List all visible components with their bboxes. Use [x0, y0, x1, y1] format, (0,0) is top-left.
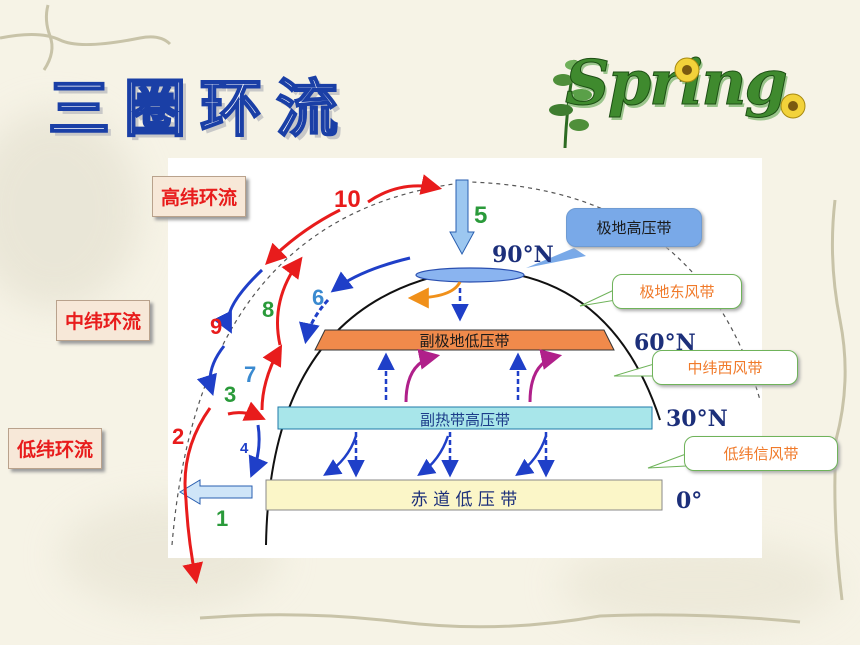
- flower-icon: [674, 57, 700, 83]
- mid-latitude-circulation-label: 中纬环流: [56, 300, 151, 341]
- arrow-10: [367, 174, 443, 204]
- step-number-1: 1: [216, 506, 229, 531]
- arrow-9: [213, 268, 264, 334]
- equator-outflow-arrow: [179, 479, 253, 505]
- subpolar-low-label: 副极地低压带: [419, 332, 510, 350]
- callout-tail-westerlies: [613, 363, 655, 377]
- arrow-7: [260, 344, 283, 411]
- latitude-0: 0°: [676, 488, 703, 514]
- step-number-7: 7: [244, 362, 257, 387]
- step-number-4: 4: [240, 440, 249, 457]
- equatorial-low-band: [265, 479, 663, 511]
- arrow-8: [276, 256, 303, 346]
- background-blot: [0, 110, 140, 310]
- arrow-6: [330, 256, 411, 293]
- callout-tail-polar-high: [526, 248, 586, 268]
- westerly-arrow-right: [528, 349, 563, 403]
- arrow-9-lower: [196, 345, 226, 397]
- step-number-10: 10: [334, 186, 361, 213]
- subtropical-high-band: [277, 406, 653, 430]
- low-latitude-circulation-label: 低纬环流: [8, 428, 103, 469]
- callout-tail-trade-winds: [647, 453, 687, 469]
- latitude-90n: 90°N: [492, 242, 554, 268]
- polar-easterlies-callout: 极地东风带: [612, 274, 742, 309]
- trade-winds-callout: 低纬信风带: [684, 436, 838, 471]
- subtropical-high-label: 副热带高压带: [419, 411, 510, 429]
- step-number-9: 9: [210, 314, 223, 339]
- step-number-6: 6: [312, 285, 325, 310]
- latitude-30n: 30°N: [666, 406, 728, 432]
- callout-tail-polar-easterlies: [579, 289, 617, 307]
- high-latitude-circulation-label: 高纬环流: [152, 176, 247, 217]
- polar-easterly-arrow: [407, 281, 462, 309]
- trade-wind-arrow-2: [417, 435, 450, 477]
- polar-high-ellipse: [415, 267, 525, 283]
- westerlies-callout: 中纬西风带: [652, 350, 798, 385]
- plant-icon: [549, 59, 592, 149]
- westerly-arrow-left: [404, 349, 441, 403]
- step-number-2: 2: [172, 424, 185, 449]
- descending-polar-arrow: [449, 179, 475, 256]
- arrow-10-left: [265, 208, 341, 265]
- flower-icon: [780, 93, 806, 119]
- step-number-8: 8: [262, 297, 275, 322]
- arrow-4: [248, 424, 269, 478]
- trade-wind-arrow-3: [515, 435, 548, 477]
- arrow-2: [182, 407, 212, 585]
- arrow-3: [227, 401, 266, 421]
- page-title: 三圈环流: [47, 71, 353, 146]
- step-number-3: 3: [224, 382, 237, 407]
- arrow-6-lower: [299, 298, 330, 345]
- polar-high-callout: 极地高压带: [566, 208, 702, 247]
- spring-logo: Spring: [545, 40, 815, 150]
- equatorial-low-label: 赤 道 低 压 带: [410, 490, 518, 510]
- trade-wind-arrow-1: [323, 435, 358, 476]
- spring-logo-text: Spring: [565, 46, 789, 120]
- step-number-5: 5: [474, 202, 488, 229]
